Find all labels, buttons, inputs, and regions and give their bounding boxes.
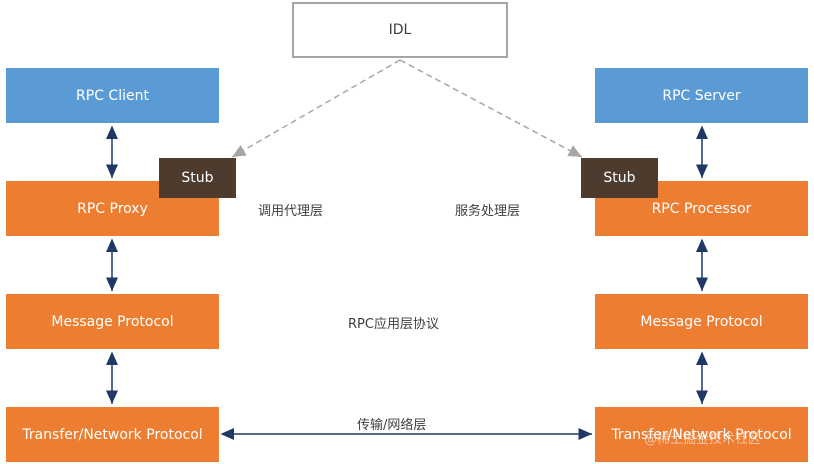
service-layer-label: 服务处理层 bbox=[455, 204, 521, 219]
proxy-layer-label: 调用代理层 bbox=[258, 204, 324, 219]
watermark: @稀土掘金技术社区 bbox=[644, 432, 762, 447]
left-transfer-protocol-box: Transfer/Network Protocol bbox=[6, 407, 219, 462]
right-stub-box: Stub bbox=[581, 158, 658, 198]
right-message-protocol-box: Message Protocol bbox=[595, 294, 808, 349]
left-stub-box: Stub bbox=[159, 158, 236, 198]
left-message-protocol-box: Message Protocol bbox=[6, 294, 219, 349]
idl-to-right-stub-arrow bbox=[399, 59, 583, 158]
right-transfer-protocol-box: Transfer/Network Protocol bbox=[595, 407, 808, 462]
transport-label: 传输/网络层 bbox=[357, 418, 427, 433]
idl-box: IDL bbox=[292, 2, 508, 58]
app-protocol-label: RPC应用层协议 bbox=[348, 317, 439, 332]
rpc-server-box: RPC Server bbox=[595, 68, 808, 123]
idl-to-left-stub-arrow bbox=[231, 59, 401, 158]
rpc-client-box: RPC Client bbox=[6, 68, 219, 123]
